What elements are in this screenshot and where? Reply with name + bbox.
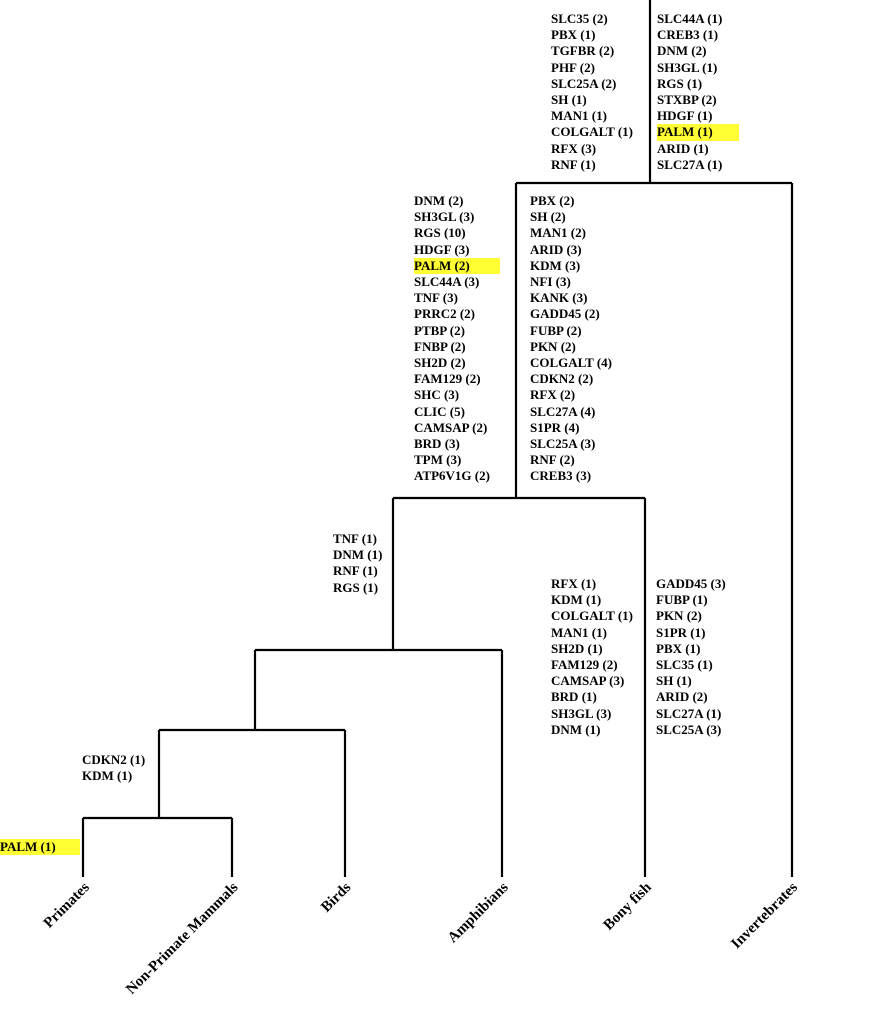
gene-entry: PBX (2) — [530, 193, 575, 208]
gene-entry: RNF (1) — [551, 156, 596, 172]
gene-list-tetrapod: TNF (1)DNM (1)RNF (1)RGS (1) — [333, 531, 382, 596]
gene-entry: SLC44A (1) — [657, 11, 723, 26]
gene-entry: PTBP (2) — [414, 322, 465, 338]
gene-entry: HDGF (3) — [414, 241, 470, 257]
gene-entry: KDM (1) — [551, 592, 602, 608]
gene-entry: CREB3 (1) — [657, 27, 719, 43]
gene-list-vertebrate-left: DNM (2)SH3GL (3)RGS (10)HDGF (3)PALM (2)… — [414, 193, 500, 485]
gene-entry: SH2D (1) — [551, 640, 603, 656]
gene-entry: PBX (1) — [656, 640, 701, 656]
gene-entry: RFX (1) — [551, 576, 597, 591]
gene-entry: SLC25A (3) — [530, 436, 596, 452]
gene-entry: MAN1 (1) — [551, 108, 607, 124]
gene-entry: TPM (3) — [414, 452, 462, 468]
gene-entry: SH3GL (3) — [414, 209, 475, 225]
gene-entry: ARID (3) — [530, 241, 582, 257]
gene-entry: CREB3 (3) — [530, 468, 592, 484]
gene-list-bony-fish: GADD45 (3)FUBP (1)PKN (2)S1PR (1)PBX (1)… — [656, 576, 726, 738]
gene-entry: FAM129 (2) — [414, 371, 481, 387]
gene-entry: ARID (2) — [656, 689, 708, 705]
gene-entry: S1PR (4) — [530, 419, 580, 435]
gene-list-amphibians: RFX (1)KDM (1)COLGALT (1)MAN1 (1)SH2D (1… — [551, 576, 633, 738]
gene-entry: SLC35 (1) — [656, 657, 713, 673]
gene-entry: CLIC (5) — [414, 403, 465, 419]
gene-entry: FNBP (2) — [414, 338, 466, 354]
gene-entry: COLGALT (1) — [551, 124, 633, 140]
gene-entry: TGFBR (2) — [551, 43, 615, 59]
gene-entry: SLC25A (3) — [656, 721, 722, 737]
gene-entry: SHC (3) — [414, 387, 460, 403]
gene-entry: SLC27A (1) — [657, 156, 723, 172]
gene-entry: COLGALT (4) — [530, 355, 612, 371]
gene-entry: RGS (10) — [414, 225, 466, 241]
gene-entry: PKN (2) — [656, 608, 702, 624]
gene-entry: SH3GL (1) — [657, 59, 718, 75]
gene-entry: RFX (2) — [530, 387, 576, 403]
gene-entry: FUBP (2) — [530, 322, 582, 338]
gene-entry: TNF (1) — [333, 531, 377, 546]
gene-entry: RFX (3) — [551, 140, 597, 156]
gene-entry: RGS (1) — [657, 75, 703, 91]
gene-entry: SH2D (2) — [414, 355, 466, 371]
gene-entry: COLGALT (1) — [551, 608, 633, 624]
gene-entry: SH (2) — [530, 209, 566, 225]
gene-entry: PKN (2) — [530, 338, 576, 354]
gene-list-mammals: CDKN2 (1)KDM (1) — [82, 752, 145, 784]
gene-list-root-right: SLC44A (1)CREB3 (1)DNM (2)SH3GL (1)RGS (… — [657, 11, 739, 173]
gene-entry: MAN1 (1) — [551, 624, 607, 640]
gene-entry: PRRC2 (2) — [414, 306, 476, 322]
gene-entry: RNF (1) — [333, 563, 378, 579]
gene-entry: KDM (3) — [530, 257, 581, 273]
gene-entry: DNM (1) — [333, 547, 383, 563]
gene-entry: CAMSAP (2) — [414, 419, 488, 435]
gene-entry: SLC27A (1) — [656, 705, 722, 721]
gene-entry: SLC25A (2) — [551, 75, 617, 91]
gene-entry: SLC44A (3) — [414, 274, 480, 290]
gene-entry: ATP6V1G (2) — [414, 468, 490, 484]
gene-list-vertebrate-right: PBX (2)SH (2)MAN1 (2)ARID (3)KDM (3)NFI … — [530, 193, 612, 485]
gene-entry: S1PR (1) — [656, 624, 706, 640]
gene-list-root-left: SLC35 (2)PBX (1)TGFBR (2)PHF (2)SLC25A (… — [551, 11, 633, 173]
gene-entry: CDKN2 (2) — [530, 371, 594, 387]
gene-entry: DNM (1) — [551, 721, 601, 737]
gene-entry: PBX (1) — [551, 27, 596, 43]
highlighted-gene-entry: PALM (1) — [0, 839, 80, 856]
gene-entry: BRD (1) — [551, 689, 597, 705]
gene-entry: STXBP (2) — [657, 92, 717, 108]
gene-entry: RGS (1) — [333, 579, 379, 595]
gene-entry: TNF (3) — [414, 290, 458, 306]
gene-entry: ARID (1) — [657, 140, 709, 156]
gene-entry: DNM (2) — [657, 43, 707, 59]
gene-entry: PHF (2) — [551, 59, 595, 75]
gene-entry: SLC35 (2) — [551, 11, 608, 26]
gene-entry: SH (1) — [551, 92, 587, 108]
highlighted-gene-entry: PALM (1) — [657, 124, 739, 141]
gene-entry: HDGF (1) — [657, 108, 713, 124]
gene-entry: MAN1 (2) — [530, 225, 586, 241]
gene-entry: KANK (3) — [530, 290, 588, 306]
gene-entry: CAMSAP (3) — [551, 673, 625, 689]
gene-entry: GADD45 (2) — [530, 306, 600, 322]
gene-entry: GADD45 (3) — [656, 576, 726, 591]
gene-entry: RNF (2) — [530, 452, 575, 468]
highlighted-gene-entry: PALM (2) — [414, 257, 500, 275]
gene-entry: FUBP (1) — [656, 592, 708, 608]
gene-entry: FAM129 (2) — [551, 657, 618, 673]
gene-entry: SH (1) — [656, 673, 692, 689]
gene-entry: DNM (2) — [414, 193, 464, 208]
gene-entry: CDKN2 (1) — [82, 752, 146, 767]
gene-entry: SH3GL (3) — [551, 705, 612, 721]
gene-entry: KDM (1) — [82, 768, 133, 784]
gene-entry: NFI (3) — [530, 274, 571, 290]
gene-entry: SLC27A (4) — [530, 403, 596, 419]
gene-entry: BRD (3) — [414, 436, 460, 452]
gene-list-primates: PALM (1) — [0, 839, 80, 856]
